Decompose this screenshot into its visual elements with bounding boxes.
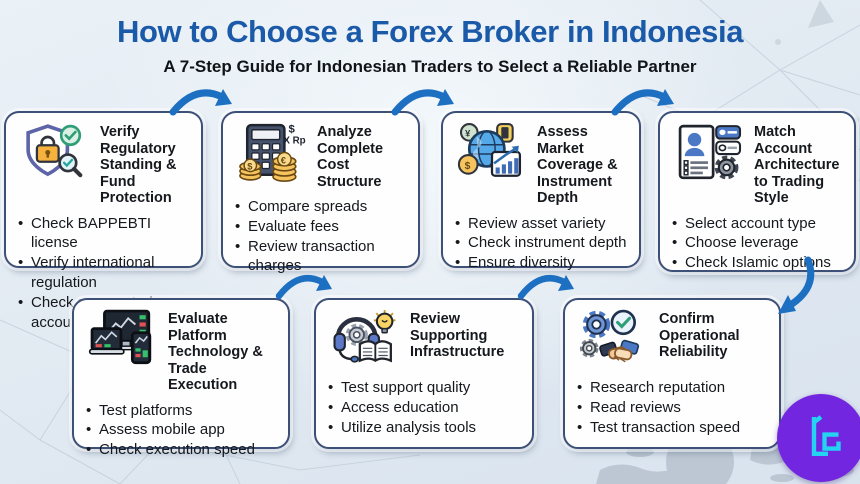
bullet-item: Compare spreads: [235, 197, 408, 217]
flow-arrow-6-7-icon: [517, 275, 574, 300]
svg-text:$: $: [247, 162, 253, 172]
step-card-1: Verify Regulatory Standing & Fund Protec…: [4, 111, 203, 331]
step-bullets: Review asset variety Check instrument de…: [453, 214, 629, 273]
bullet-item: Test support quality: [328, 378, 522, 398]
step-card-3: ¥ $ Assess: [441, 111, 641, 273]
step-title: Confirm Operational Reliability: [659, 311, 740, 361]
bullet-item: Check Islamic options: [672, 253, 844, 273]
step-bullets: Test support quality Access education Ut…: [326, 378, 522, 437]
bullet-item: Select account type: [672, 214, 844, 234]
step-title: Verify Regulatory Standing & Fund Protec…: [100, 124, 177, 207]
brand-logo: [777, 394, 860, 482]
bullet-item: Check instrument depth: [455, 233, 629, 253]
bullet-item: Check BAPPEBTI license: [18, 214, 191, 254]
step-title: Review Supporting Infrastructure: [410, 311, 505, 361]
trading-devices-icon: [84, 309, 162, 371]
shield-lock-check-icon: [16, 122, 94, 184]
bullet-item: Ensure diversity: [455, 253, 629, 273]
step-bullets: Select account type Choose leverage Chec…: [670, 214, 844, 273]
step-title: Assess Market Coverage & Instrument Dept…: [537, 124, 618, 207]
step-title: Match Account Architecture to Trading St…: [754, 124, 840, 207]
step-bullets: Compare spreads Evaluate fees Review tra…: [233, 197, 408, 276]
bullet-item: Verify international regulation: [18, 253, 191, 293]
calculator-coins-icon: $ X Rp $ €: [233, 122, 311, 184]
bullet-item: Assess mobile app: [86, 420, 278, 440]
step-card-2: $ X Rp $ € Analyze Complete Cost Structu…: [221, 111, 420, 274]
bullet-item: Test platforms: [86, 401, 278, 421]
bullet-item: Utilize analysis tools: [328, 418, 522, 438]
id-card-gear-icon: [670, 122, 748, 184]
svg-text:$: $: [289, 123, 296, 135]
bullet-item: Test transaction speed: [577, 418, 769, 438]
step-title: Analyze Complete Cost Structure: [317, 124, 384, 190]
step-bullets: Test platforms Assess mobile app Check e…: [84, 401, 278, 460]
step-card-7: Confirm Operational Reliability Research…: [563, 298, 781, 449]
bullet-item: Access education: [328, 398, 522, 418]
svg-text:X Rp: X Rp: [283, 136, 305, 147]
step-card-4: Match Account Architecture to Trading St…: [658, 111, 856, 273]
step-card-5: Evaluate Platform Technology & Trade Exe…: [72, 298, 290, 460]
svg-text:$: $: [465, 161, 471, 172]
bullet-item: Review asset variety: [455, 214, 629, 234]
bullet-item: Evaluate fees: [235, 217, 408, 237]
globe-chart-coins-icon: ¥ $: [453, 122, 531, 184]
step-title: Evaluate Platform Technology & Trade Exe…: [168, 311, 263, 394]
bullet-item: Check execution speed: [86, 440, 278, 460]
svg-text:€: €: [281, 155, 286, 165]
bullet-item: Review transaction charges: [235, 237, 408, 277]
gears-handshake-clock-icon: [575, 309, 653, 371]
step-bullets: Research reputation Read reviews Test tr…: [575, 378, 769, 437]
bullet-item: Research reputation: [577, 378, 769, 398]
page-title: How to Choose a Forex Broker in Indonesi…: [116, 14, 744, 49]
bullet-item: Read reviews: [577, 398, 769, 418]
step-card-6: Review Supporting Infrastructure Test su…: [314, 298, 534, 449]
bullet-item: Choose leverage: [672, 233, 844, 253]
svg-text:¥: ¥: [465, 128, 471, 138]
page-subtitle: A 7-Step Guide for Indonesian Traders to…: [163, 57, 697, 76]
brand-logo-glyph-icon: [811, 415, 841, 456]
headset-book-bulb-icon: [326, 309, 404, 371]
